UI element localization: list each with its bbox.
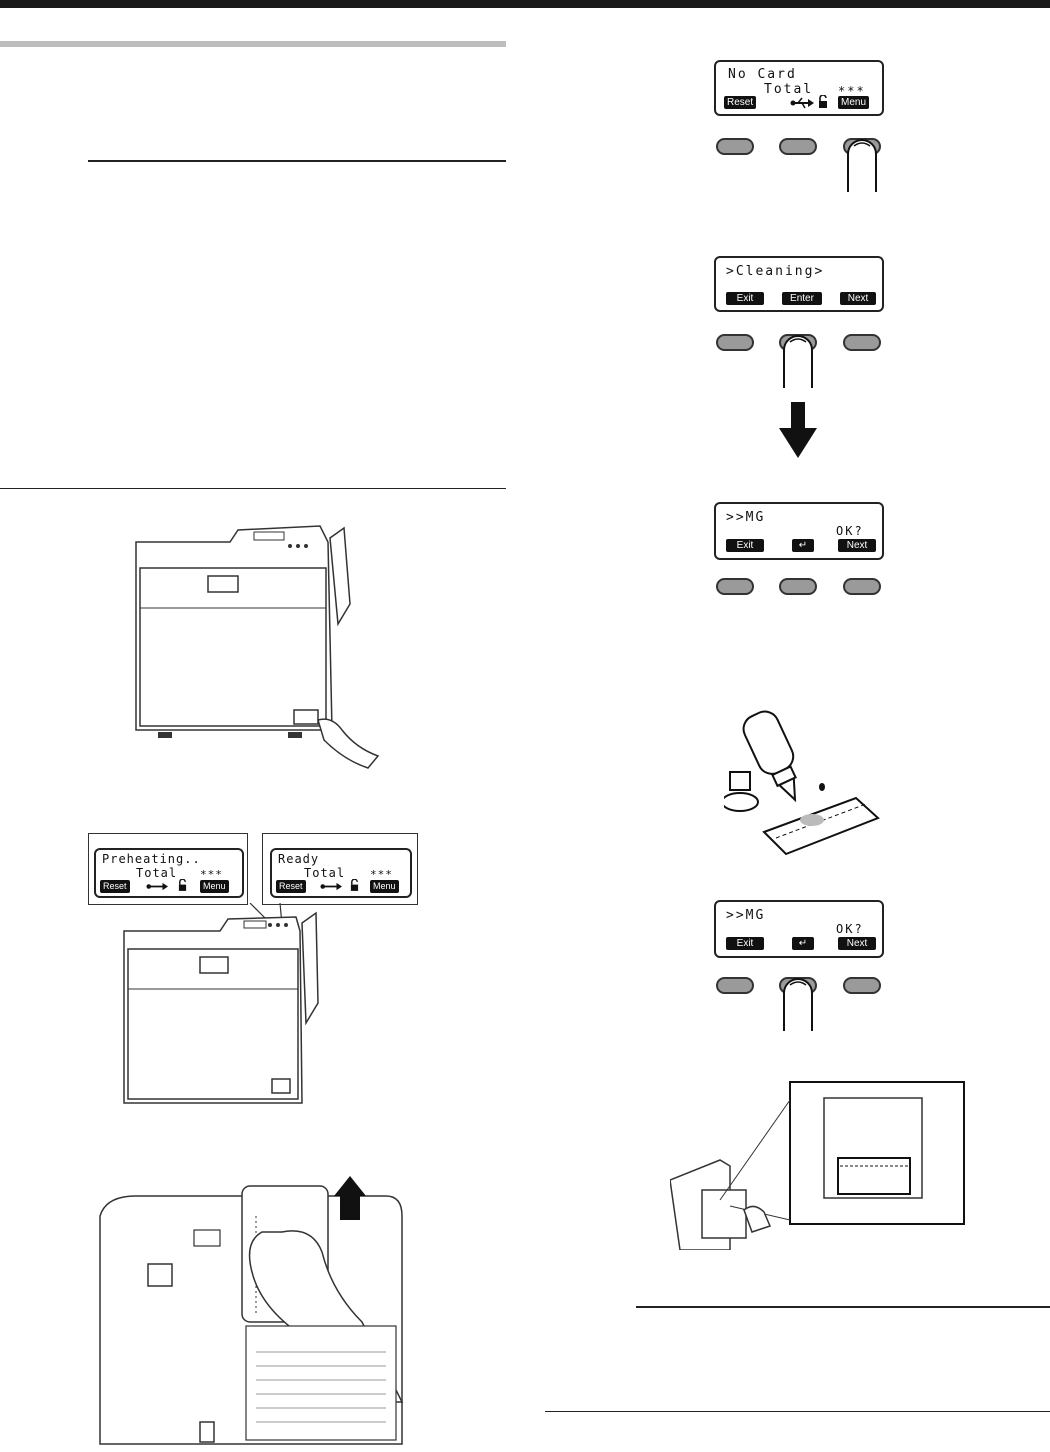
lcd-stars: *** [370,868,393,881]
lcd-panel-mg: >>MG OK? Exit ↵ Next [714,502,884,560]
lcd-panel-preheating: Preheating.. Total *** Reset Menu [94,848,244,898]
softkey-reset: Reset [276,880,306,893]
lcd-line-1: Ready [278,852,320,866]
note-rule-bottom-top [636,1306,1050,1308]
section-header-bar [0,41,506,47]
printer-ready-illustration [123,903,319,1104]
lcd-line-2: Total [764,82,814,97]
lcd-line-1: >Cleaning> [726,264,825,279]
lcd-line-1: No Card [728,67,797,82]
panel-button-left[interactable] [716,138,754,155]
arrow-down-icon [779,402,817,458]
softkey-reset: Reset [724,96,757,109]
lcd-stars: *** [838,84,866,98]
panel-button-right[interactable] [843,334,881,351]
printer-remove-cartridge-illustration [99,1176,404,1445]
lcd-ok-prompt: OK? [836,524,864,538]
note-rule-bottom [545,1411,1050,1412]
panel-button-left[interactable] [716,977,754,994]
unlock-icon [819,95,827,108]
finger-pressing-right-icon [847,139,877,192]
lcd-line-1: Preheating.. [102,852,201,866]
softkey-menu: Menu [838,96,870,109]
panel-button-center[interactable] [779,138,817,155]
usb-icon [146,882,168,891]
softkey-enter: Enter [782,292,822,305]
panel-button-center[interactable] [779,578,817,595]
finger-pressing-center-icon [783,978,813,1031]
softkey-menu: Menu [200,880,229,893]
softkey-exit: Exit [726,937,764,950]
lcd-line-2: Total [304,866,346,880]
unlock-icon [350,879,359,891]
softkey-next: Next [840,292,876,305]
lcd-panel-ready: Ready Total *** Reset Menu [270,848,412,898]
panel-button-left[interactable] [716,578,754,595]
card-insertion-detail-illustration [670,1081,965,1250]
lcd-panel-no-card: No Card Total *** Reset Menu [714,60,884,116]
softkey-exit: Exit [726,539,764,552]
softkey-exit: Exit [726,292,764,305]
usb-icon [790,97,814,109]
section-divider [0,488,506,489]
lcd-panel-cleaning: >Cleaning> Exit Enter Next [714,256,884,312]
softkey-next: Next [838,937,876,950]
softkey-menu: Menu [370,880,399,893]
finger-pressing-center-icon [783,335,813,388]
printer-power-on-illustration [135,525,380,769]
lcd-line-2: Total [136,866,178,880]
lcd-ok-prompt: OK? [836,922,864,936]
arrow-up-icon [340,1176,364,1226]
softkey-reset: Reset [100,880,130,893]
unlock-icon [178,879,187,891]
return-arrow-icon: ↵ [792,539,814,552]
panel-button-right[interactable] [843,977,881,994]
cleaning-fluid-bottle-illustration [724,710,880,856]
usb-icon [320,882,342,891]
lcd-line-1: >>MG [726,510,766,525]
softkey-next: Next [838,539,876,552]
panel-button-right[interactable] [843,578,881,595]
lcd-line-1: >>MG [726,908,766,923]
note-rule-top [88,160,506,162]
lcd-stars: *** [200,868,223,881]
return-arrow-icon: ↵ [792,937,814,950]
panel-button-left[interactable] [716,334,754,351]
page-top-bar [0,0,1050,8]
lcd-panel-mg-confirm: >>MG OK? Exit ↵ Next [714,900,884,958]
